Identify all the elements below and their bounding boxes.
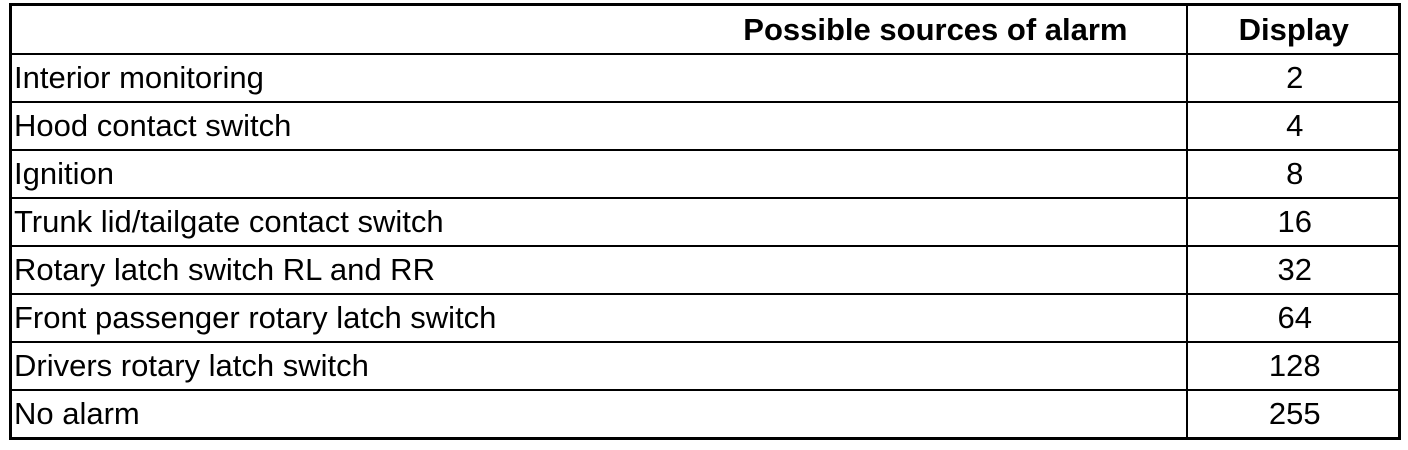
display-cell: 128 [1185,341,1401,391]
table-row: Drivers rotary latch switch 128 [9,341,1401,391]
table-row: No alarm 255 [9,389,1401,440]
source-cell: Hood contact switch [9,101,1188,151]
table-header-row: Possible sources of alarm Display [9,3,1401,55]
source-cell: Trunk lid/tailgate contact switch [9,197,1188,247]
source-cell: Interior monitoring [9,53,1188,103]
display-cell: 4 [1185,101,1401,151]
display-cell: 255 [1185,389,1401,440]
source-cell: Front passenger rotary latch switch [9,293,1188,343]
table-row: Rotary latch switch RL and RR 32 [9,245,1401,295]
source-cell: No alarm [9,389,1188,440]
display-cell: 16 [1185,197,1401,247]
alarm-sources-table: Possible sources of alarm Display Interi… [9,3,1401,440]
table-row: Trunk lid/tailgate contact switch 16 [9,197,1401,247]
table-row: Front passenger rotary latch switch 64 [9,293,1401,343]
source-cell: Rotary latch switch RL and RR [9,245,1188,295]
table-row: Hood contact switch 4 [9,101,1401,151]
display-cell: 32 [1185,245,1401,295]
source-cell: Drivers rotary latch switch [9,341,1188,391]
display-cell: 8 [1185,149,1401,199]
display-cell: 2 [1185,53,1401,103]
source-cell: Ignition [9,149,1188,199]
table-row: Interior monitoring 2 [9,53,1401,103]
header-possible-sources: Possible sources of alarm [9,3,1188,55]
table-row: Ignition 8 [9,149,1401,199]
header-display: Display [1185,3,1401,55]
display-cell: 64 [1185,293,1401,343]
